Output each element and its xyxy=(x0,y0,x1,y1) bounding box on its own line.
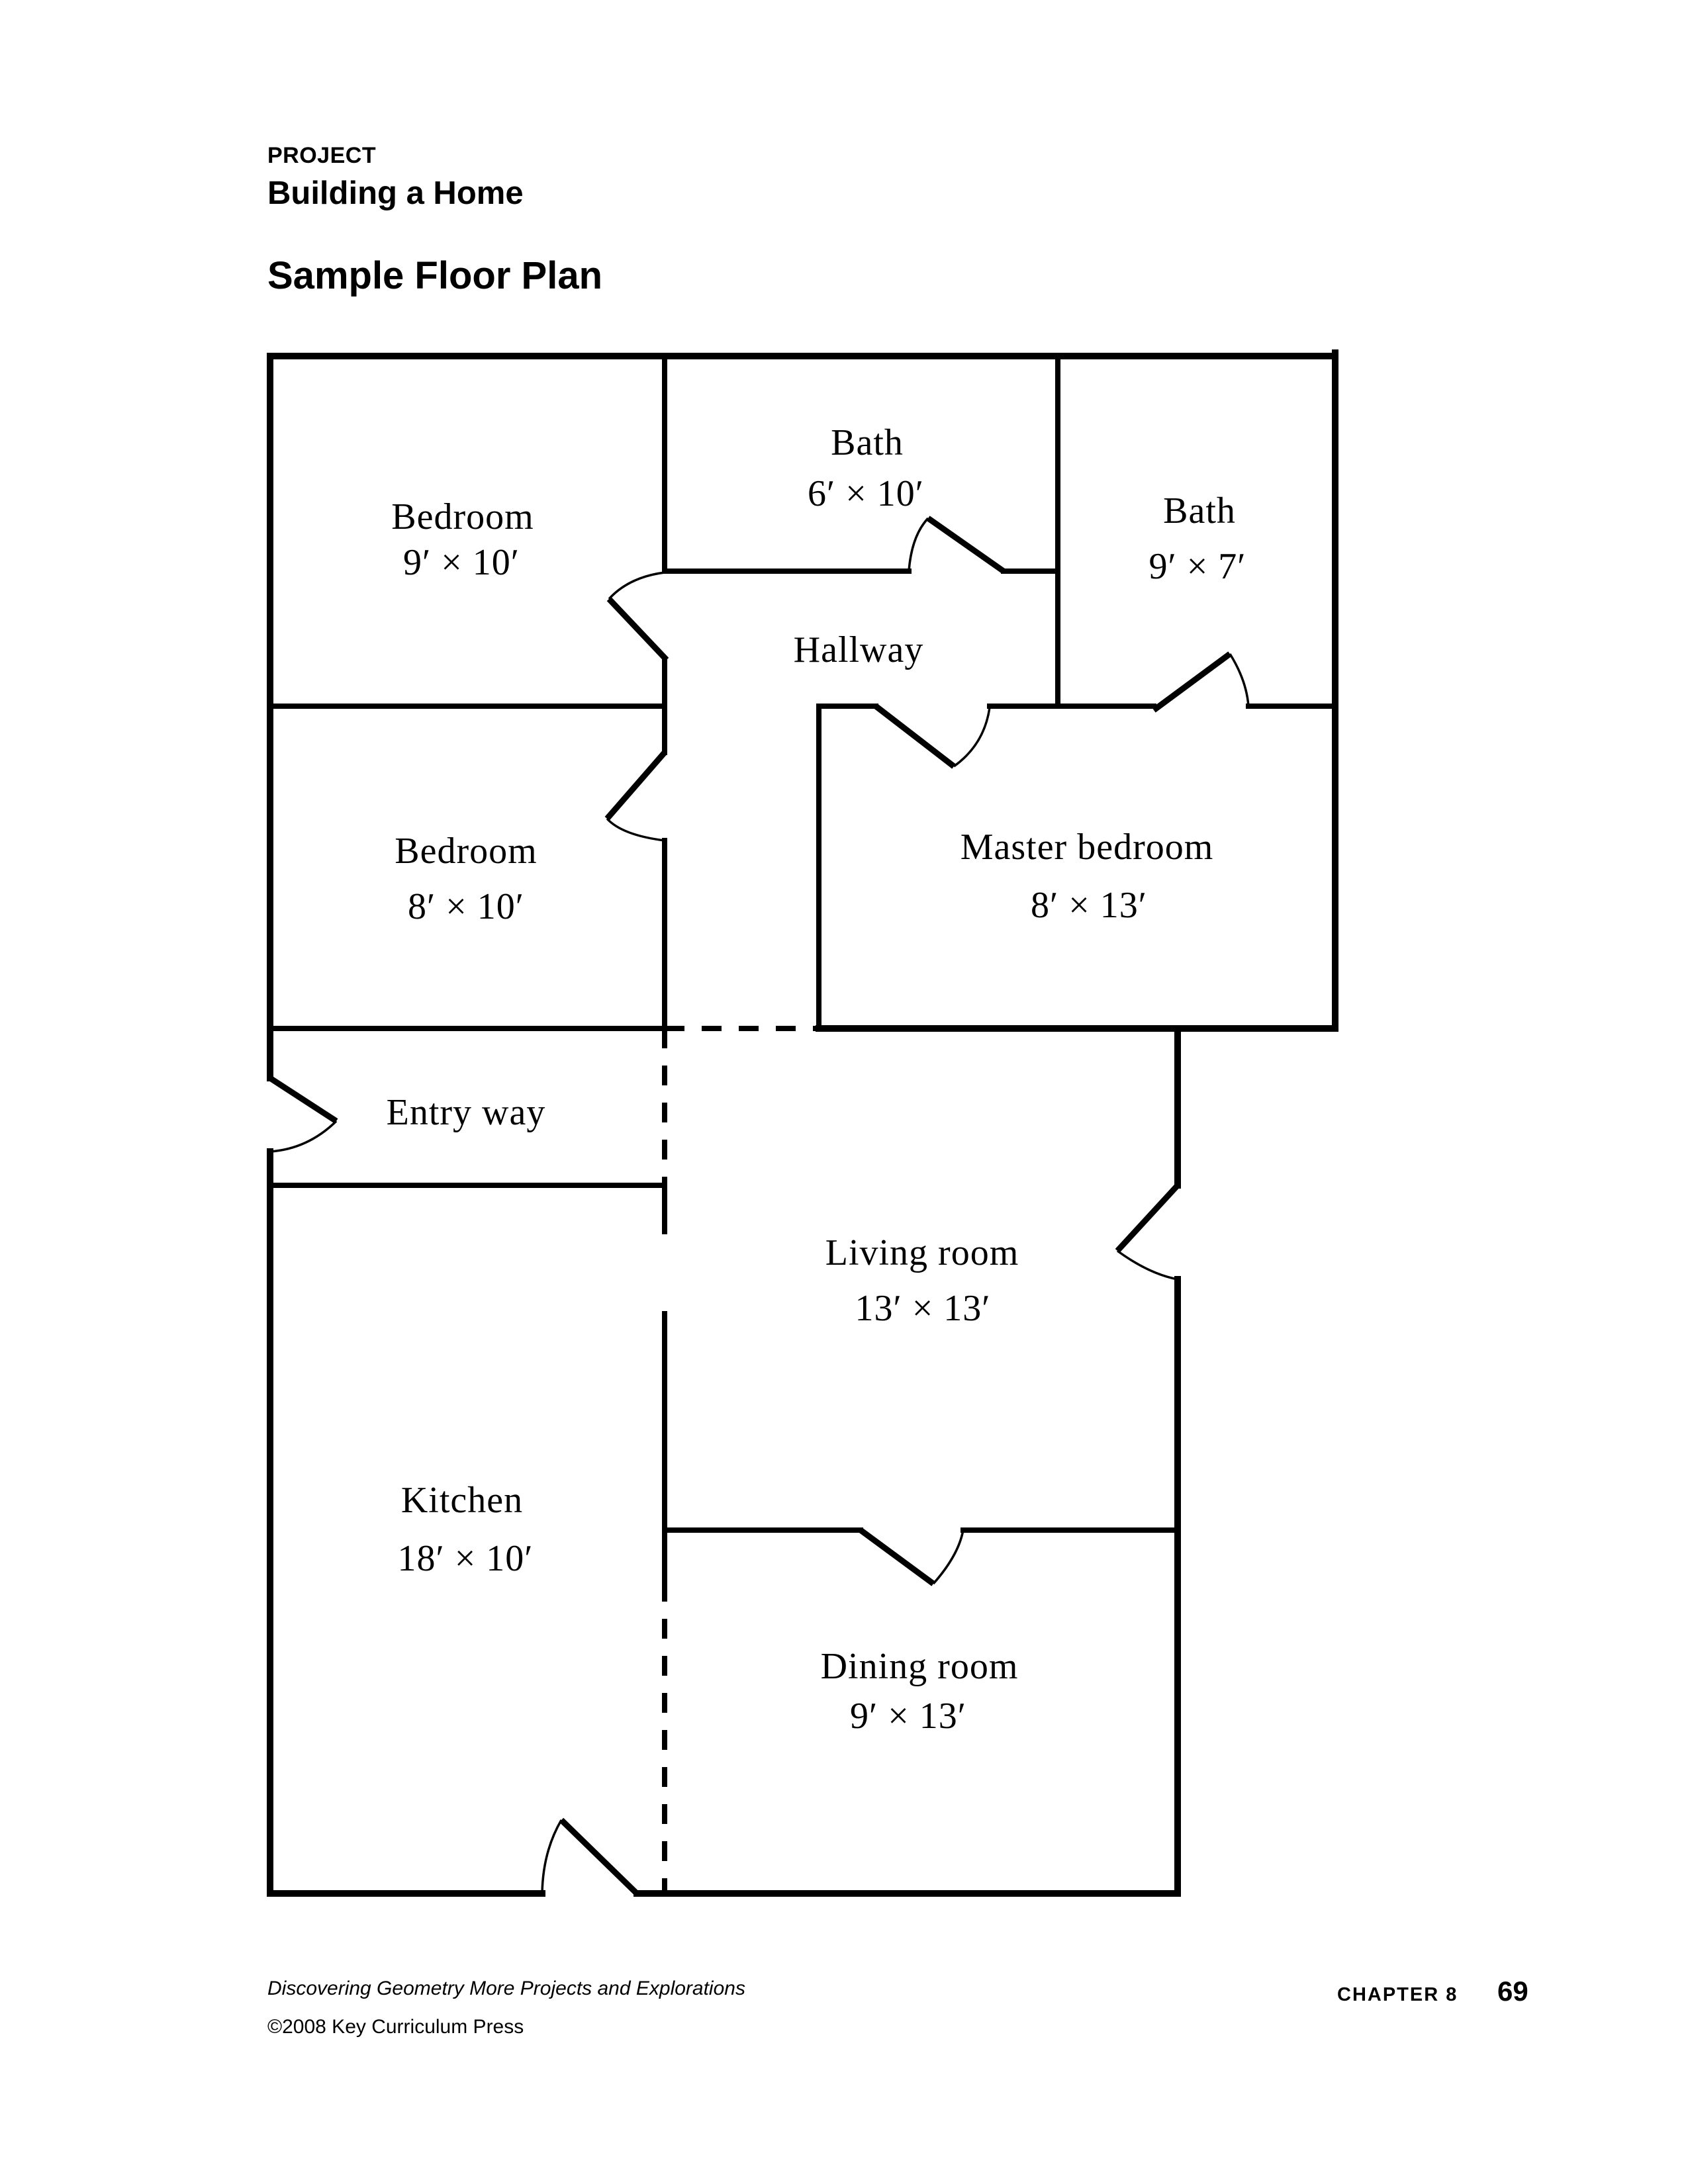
door-leaf xyxy=(559,1817,639,1896)
door-arc xyxy=(1229,653,1250,707)
door-leaf xyxy=(604,751,667,821)
room-dims-kitchen: 18′ × 10′ xyxy=(397,1538,533,1579)
door-bedroom-1 xyxy=(606,571,669,662)
door-leaf xyxy=(926,516,1006,574)
footer-book-title: Discovering Geometry More Projects and E… xyxy=(267,1978,745,1999)
door-dining-room xyxy=(859,1527,964,1586)
door-arc xyxy=(606,817,665,842)
door-leaf xyxy=(1152,651,1232,713)
door-bath-2 xyxy=(1152,651,1250,713)
door-leaf xyxy=(874,704,956,769)
room-labels: Bedroom 9′ × 10′ Bath 6′ × 10′ Bath 9′ ×… xyxy=(387,422,1246,1737)
door-arc xyxy=(932,1529,964,1585)
doors xyxy=(268,516,1250,1896)
room-label-bedroom-1: Bedroom xyxy=(391,496,534,537)
dashed-openings xyxy=(662,1026,819,1893)
door-leaf xyxy=(859,1527,935,1586)
door-arc xyxy=(953,707,991,768)
door-arc xyxy=(1116,1250,1178,1281)
door-bedroom-2 xyxy=(604,751,667,842)
door-leaf xyxy=(268,1075,338,1124)
exterior-walls xyxy=(267,349,1338,1897)
room-dims-master-bedroom: 8′ × 13′ xyxy=(1031,885,1147,926)
room-label-bedroom-2: Bedroom xyxy=(395,831,537,872)
section-heading: Sample Floor Plan xyxy=(267,254,602,297)
room-label-dining-room: Dining room xyxy=(821,1646,1019,1687)
room-label-bath-2: Bath xyxy=(1163,490,1236,531)
door-living-room xyxy=(1115,1183,1180,1281)
door-arc xyxy=(908,517,929,572)
room-dims-bath-1: 6′ × 10′ xyxy=(808,473,924,514)
room-dims-bedroom-1: 9′ × 10′ xyxy=(403,542,520,583)
room-dims-bath-2: 9′ × 7′ xyxy=(1149,546,1246,587)
door-master-bedroom xyxy=(874,704,991,769)
interior-walls xyxy=(267,353,1338,1584)
door-leaf xyxy=(1115,1183,1180,1253)
footer-page-number: 69 xyxy=(1497,1976,1528,2007)
door-kitchen-back xyxy=(541,1817,639,1896)
door-leaf xyxy=(606,596,669,662)
room-label-living-room: Living room xyxy=(825,1232,1019,1273)
door-arc xyxy=(269,1120,338,1153)
room-label-entry-way: Entry way xyxy=(387,1092,546,1133)
room-label-bath-1: Bath xyxy=(831,422,904,463)
door-arc xyxy=(608,571,665,600)
project-eyebrow: PROJECT xyxy=(267,143,377,168)
door-arc xyxy=(541,1819,563,1894)
room-dims-bedroom-2: 8′ × 10′ xyxy=(408,886,524,927)
page-title: Building a Home xyxy=(267,175,524,211)
footer-chapter-label: CHAPTER 8 xyxy=(1337,1984,1458,2005)
room-label-kitchen: Kitchen xyxy=(401,1480,523,1521)
door-bath-1 xyxy=(908,516,1006,574)
room-label-master-bedroom: Master bedroom xyxy=(961,827,1214,868)
room-label-hallway: Hallway xyxy=(794,629,924,670)
room-dims-living-room: 13′ × 13′ xyxy=(855,1288,990,1329)
room-dims-dining-room: 9′ × 13′ xyxy=(850,1696,966,1737)
footer-copyright: ©2008 Key Curriculum Press xyxy=(267,2016,524,2038)
door-entry xyxy=(268,1075,338,1153)
